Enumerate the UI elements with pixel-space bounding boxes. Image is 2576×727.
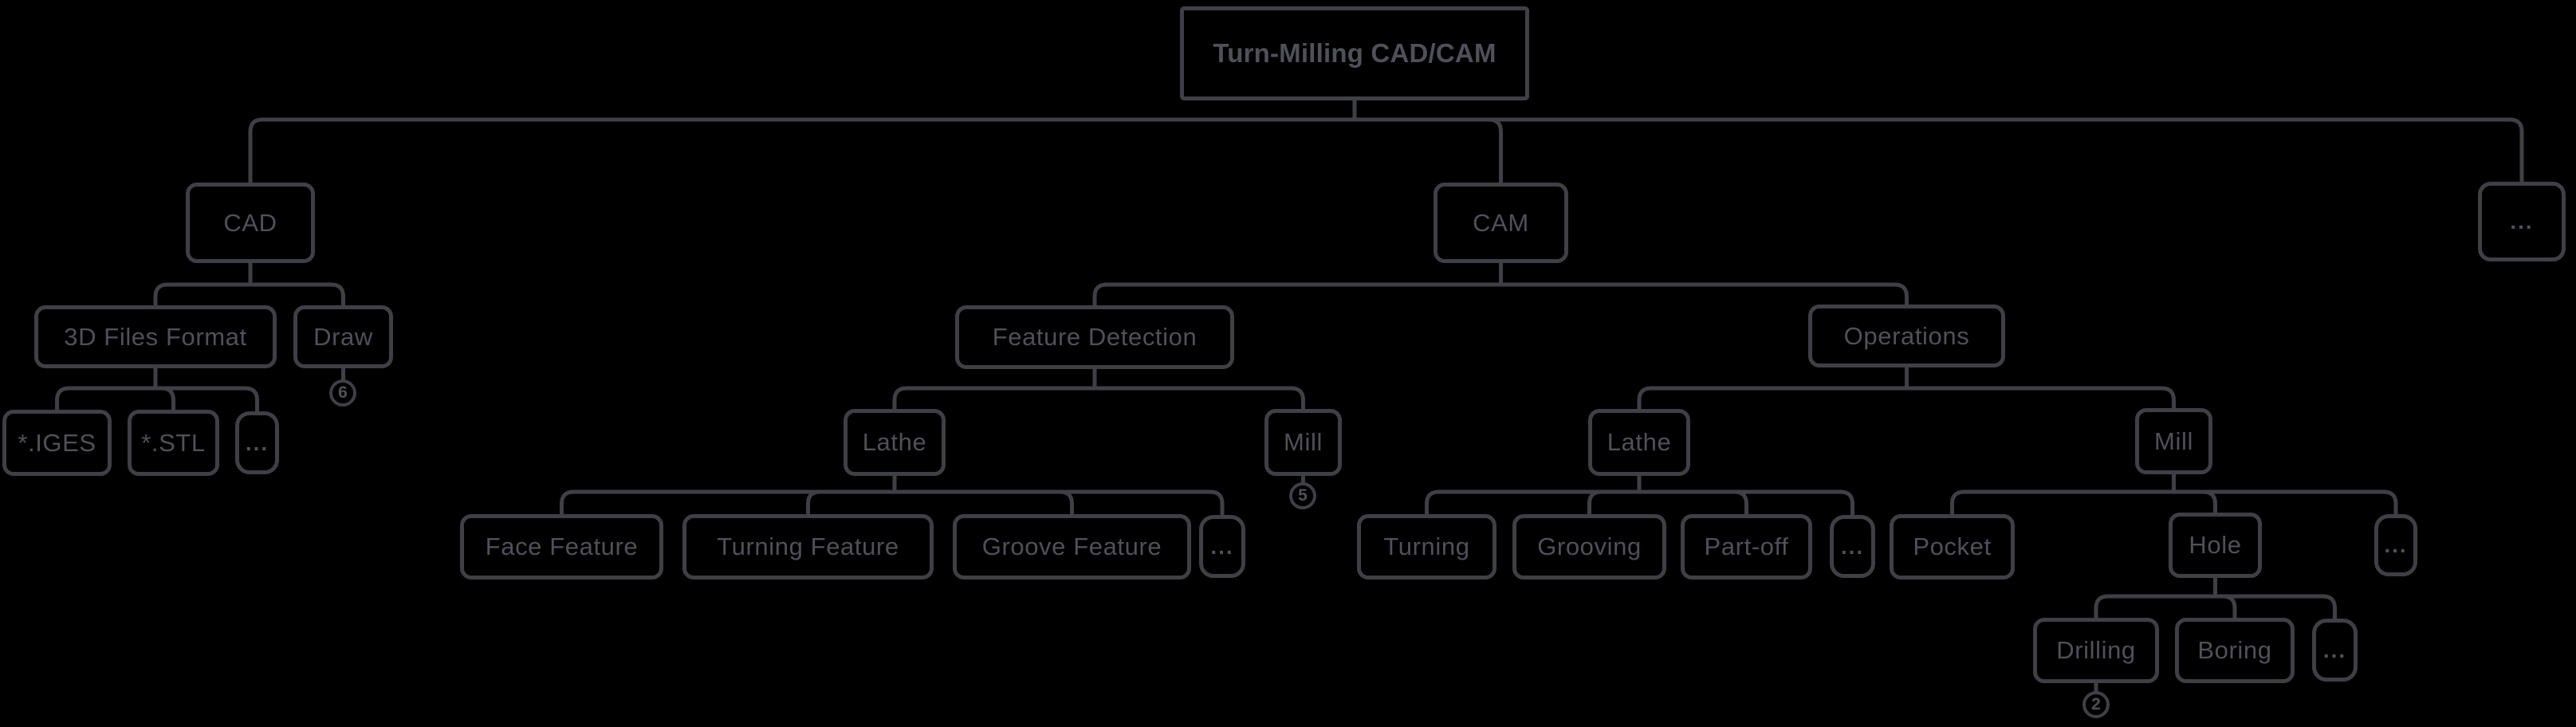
node-lathe-operations[interactable]: Lathe (1588, 409, 1690, 476)
node-grooving[interactable]: Grooving (1512, 514, 1666, 580)
node-cad[interactable]: CAD (186, 183, 315, 263)
node-lathe-feature-detection[interactable]: Lathe (844, 409, 946, 476)
node-feature-detection[interactable]: Feature Detection (955, 305, 1234, 369)
node-more-mill-operations[interactable]: ... (2374, 514, 2417, 576)
node-stl[interactable]: *.STL (128, 410, 219, 476)
node-drilling[interactable]: Drilling (2033, 618, 2159, 683)
node-mill-operations[interactable]: Mill (2135, 408, 2212, 474)
node-more-hole-operations[interactable]: ... (2312, 619, 2358, 682)
badge-collapsed-count-draw[interactable]: 6 (329, 379, 356, 407)
node-turning[interactable]: Turning (1357, 514, 1496, 580)
node-more-top-level[interactable]: ... (2478, 182, 2566, 261)
node-mill-feature-detection[interactable]: Mill (1264, 409, 1342, 476)
node-more-lathe-features[interactable]: ... (1199, 515, 1245, 578)
node-cam[interactable]: CAM (1434, 183, 1568, 263)
node-part-off[interactable]: Part-off (1681, 514, 1812, 580)
node-more-lathe-operations[interactable]: ... (1830, 515, 1875, 578)
node-3d-files-format[interactable]: 3D Files Format (34, 305, 277, 368)
node-turning-feature[interactable]: Turning Feature (682, 514, 934, 580)
node-pocket[interactable]: Pocket (1890, 514, 2015, 580)
node-root-turn-milling-cad-cam[interactable]: Turn-Milling CAD/CAM (1180, 6, 1529, 100)
node-groove-feature[interactable]: Groove Feature (953, 514, 1191, 580)
node-more-file-formats[interactable]: ... (235, 411, 279, 474)
node-iges[interactable]: *.IGES (2, 410, 112, 476)
node-operations[interactable]: Operations (1808, 305, 2005, 367)
node-boring[interactable]: Boring (2175, 618, 2295, 683)
node-face-feature[interactable]: Face Feature (460, 514, 663, 580)
badge-collapsed-count-drilling[interactable]: 2 (2082, 691, 2110, 718)
badge-collapsed-count-mill[interactable]: 5 (1289, 482, 1316, 509)
node-draw[interactable]: Draw (293, 305, 393, 368)
node-hole[interactable]: Hole (2169, 513, 2262, 578)
